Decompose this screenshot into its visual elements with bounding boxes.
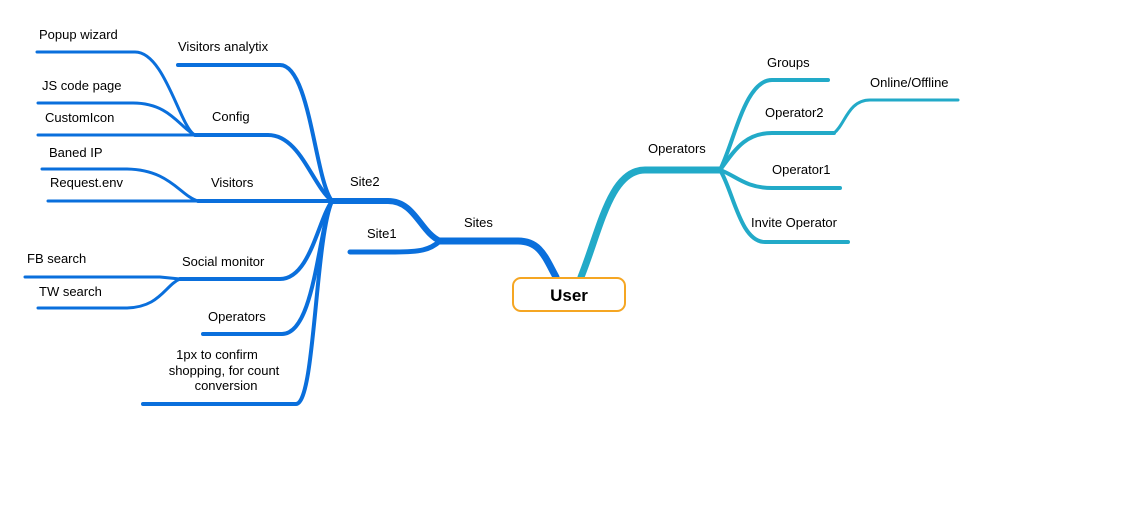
connector-config-popup-wizard xyxy=(35,50,197,137)
connector-config-js-code-page xyxy=(36,101,197,137)
node-visitors-analytix[interactable]: Visitors analytix xyxy=(178,39,269,54)
connector-operators-operator1 xyxy=(718,168,842,190)
node-custom-icon[interactable]: CustomIcon xyxy=(45,110,114,125)
connector-user-sites xyxy=(436,237,560,281)
connector-visitors-baned-ip xyxy=(40,167,200,203)
node-site2[interactable]: Site2 xyxy=(350,174,380,189)
connector-site2-config xyxy=(193,133,334,203)
node-request-env[interactable]: Request.env xyxy=(50,175,123,190)
node-operator2[interactable]: Operator2 xyxy=(765,105,824,120)
connector-operator2-online-offline xyxy=(832,98,960,135)
connector-social-fb-search xyxy=(23,275,182,281)
connector-operators-operator2 xyxy=(718,131,836,172)
connector-site2-visitors-analytix xyxy=(176,63,334,203)
connector-sites-site1 xyxy=(347,238,443,255)
connector-operators-invite-operator xyxy=(718,168,850,244)
node-operators-right[interactable]: Operators xyxy=(648,141,706,156)
node-sites[interactable]: Sites xyxy=(464,215,493,230)
node-pixel-confirm-line1: 1px to confirm xyxy=(176,347,258,362)
connector-sites-site2 xyxy=(329,198,443,244)
node-tw-search[interactable]: TW search xyxy=(39,284,102,299)
node-operator1[interactable]: Operator1 xyxy=(772,162,831,177)
node-pixel-confirm[interactable]: 1px to confirm shopping, for count conve… xyxy=(169,347,280,393)
root-node[interactable]: User xyxy=(512,277,626,312)
node-online-offline[interactable]: Online/Offline xyxy=(870,75,949,90)
node-groups[interactable]: Groups xyxy=(767,55,810,70)
node-js-code-page[interactable]: JS code page xyxy=(42,78,122,93)
connector-site2-pixel-confirm xyxy=(141,199,334,406)
node-operators-left[interactable]: Operators xyxy=(208,309,266,324)
node-site1[interactable]: Site1 xyxy=(367,226,397,241)
node-fb-search[interactable]: FB search xyxy=(27,251,86,266)
node-pixel-confirm-line3: conversion xyxy=(195,378,258,393)
node-visitors[interactable]: Visitors xyxy=(211,175,254,190)
connector-social-tw-search xyxy=(36,277,182,310)
root-node-box xyxy=(512,277,626,312)
node-social-monitor[interactable]: Social monitor xyxy=(182,254,265,269)
connector-user-operators xyxy=(577,166,724,281)
node-invite-operator[interactable]: Invite Operator xyxy=(751,215,838,230)
node-baned-ip[interactable]: Baned IP xyxy=(49,145,103,160)
node-pixel-confirm-line2: shopping, for count xyxy=(169,363,280,378)
node-config[interactable]: Config xyxy=(212,109,250,124)
node-popup-wizard[interactable]: Popup wizard xyxy=(39,27,118,42)
root-node-label: User xyxy=(550,286,588,305)
connector-operators-groups xyxy=(718,78,830,172)
